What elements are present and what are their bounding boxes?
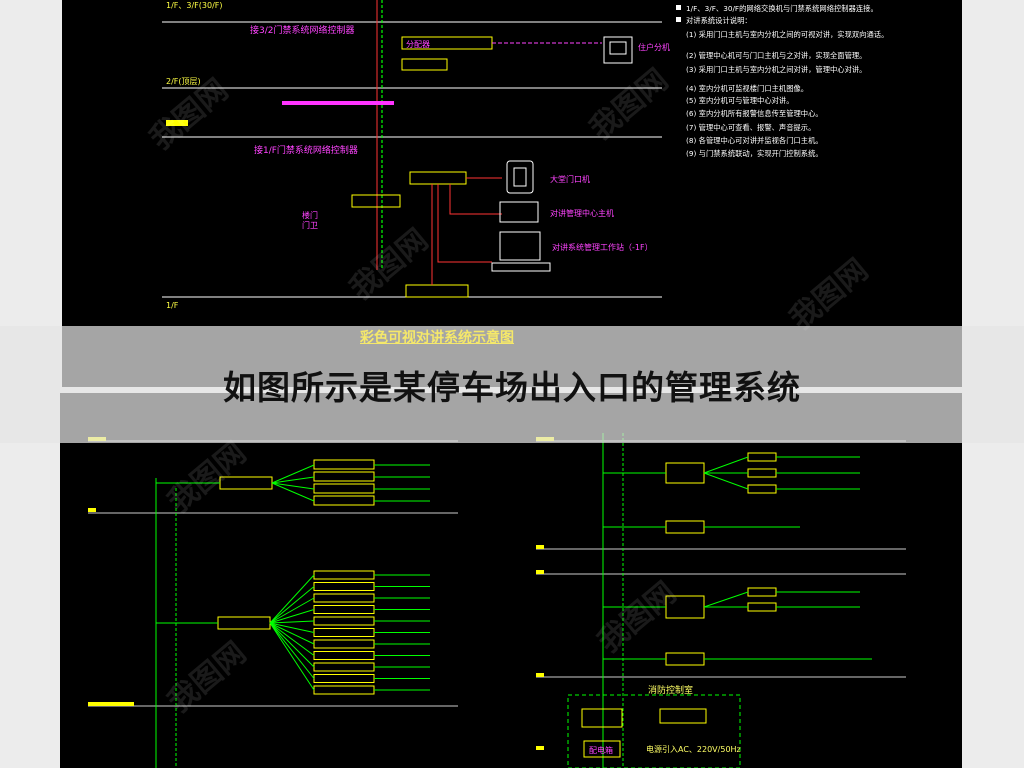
floor-label: 1/F	[166, 301, 179, 310]
device-row	[313, 662, 375, 672]
controller-label: 接1/F门禁系统网络控制器	[254, 144, 358, 156]
note: 对讲系统设计说明：	[686, 16, 752, 25]
floor-label: 2/F(顶层)	[166, 77, 201, 86]
equipment-box	[583, 740, 621, 758]
note: (6) 室内分机所有报警信息传至管理中心。	[686, 109, 823, 118]
bus-bar	[282, 101, 394, 105]
schematic-diagram: 消防控制室 配电箱 电源引入AC、220V/50Hz	[88, 433, 906, 768]
station-label: 对讲系统管理工作站（-1F）	[552, 242, 653, 252]
note: (1) 采用门口主机与室内分机之间的可视对讲，实现双向通话。	[686, 30, 888, 39]
host-label: 对讲管理中心主机	[550, 208, 614, 218]
switch-box	[351, 194, 401, 208]
device-row	[313, 685, 375, 695]
note: (4) 室内分机可监视楼门口主机图像。	[686, 84, 808, 93]
note: (5) 室内分机可与管理中心对讲。	[686, 96, 794, 105]
marker-block	[536, 570, 544, 574]
device-row	[313, 674, 375, 683]
control-room-label: 消防控制室	[648, 684, 693, 696]
splitter-box	[401, 58, 448, 71]
intercom-diagram: 1/F、3/F(30/F) 2/F(顶层) 1/F 接3/2门禁系统网络控制器 …	[162, 0, 888, 310]
entry-panel-device	[506, 160, 534, 194]
note: (9) 与门禁系统联动，实现开门控制系统。	[686, 149, 823, 158]
distributor-box	[665, 462, 705, 484]
switch-box	[405, 284, 469, 298]
resident-label: 住户分机	[638, 42, 670, 52]
device-row	[313, 582, 375, 591]
marker-block	[88, 702, 134, 706]
power-box-label: 配电箱	[589, 745, 613, 755]
power-label: 电源引入AC、220V/50Hz	[646, 744, 741, 754]
resident-monitor	[603, 36, 633, 64]
note: (2) 管理中心机可与门口主机与之对讲，实现全面管理。	[686, 51, 866, 60]
signal-line	[449, 184, 502, 215]
floor-label: 1/F、3/F(30/F)	[166, 1, 223, 10]
marker-block	[536, 673, 544, 677]
marker-block	[536, 545, 544, 549]
marker-block	[166, 120, 188, 126]
door-label: 楼门	[302, 210, 318, 220]
device-row	[313, 651, 375, 660]
switch-box	[409, 171, 467, 185]
workstation-device	[499, 231, 541, 261]
note: (7) 管理中心可查看、报警、声音提示。	[686, 123, 815, 132]
marker-block	[88, 508, 96, 512]
signal-line	[437, 184, 492, 263]
device-row	[313, 628, 375, 637]
distributor-box	[665, 595, 705, 619]
guard-label: 门卫	[302, 220, 318, 230]
device-row	[313, 605, 375, 614]
marker-block	[536, 746, 544, 750]
device-row	[313, 570, 375, 580]
schematic-panel: 消防控制室 配电箱 电源引入AC、220V/50Hz 我图网 我图网 我图网	[60, 393, 962, 768]
device-group	[271, 459, 430, 506]
equipment-box	[581, 708, 623, 728]
distributor-box	[217, 616, 271, 630]
note: (8) 各管理中心可对讲并监视各门口主机。	[686, 136, 823, 145]
host-phone-device	[499, 201, 539, 223]
device-row	[313, 639, 375, 649]
device-row	[313, 593, 375, 603]
note: 1/F、3/F、30/F的网络交换机与门禁系统网络控制器连接。	[686, 4, 878, 13]
splitter-label: 分配器	[406, 40, 430, 49]
note: (3) 采用门口主机与室内分机之间对讲，管理中心对讲。	[686, 65, 866, 74]
device-group	[269, 570, 430, 695]
entry-label: 大堂门口机	[550, 174, 590, 184]
controller-label: 接3/2门禁系统网络控制器	[250, 24, 355, 36]
distributor-box	[665, 652, 705, 666]
diagram-title: 彩色可视对讲系统示意图	[360, 330, 514, 346]
design-notes: 1/F、3/F、30/F的网络交换机与门禁系统网络控制器连接。 对讲系统设计说明…	[676, 4, 888, 158]
equipment-box	[659, 708, 707, 724]
intercom-diagram-panel: 1/F、3/F(30/F) 2/F(顶层) 1/F 接3/2门禁系统网络控制器 …	[62, 0, 962, 387]
device-row	[313, 616, 375, 626]
caption-band	[0, 326, 1024, 443]
distributor-box	[665, 520, 705, 534]
control-room-box	[567, 694, 741, 768]
distributor-box	[219, 476, 273, 490]
caption-text: 如图所示是某停车场出入口的管理系统	[223, 368, 801, 407]
